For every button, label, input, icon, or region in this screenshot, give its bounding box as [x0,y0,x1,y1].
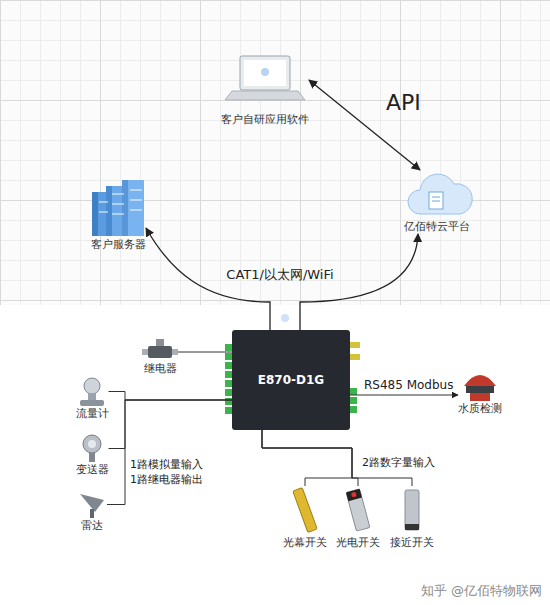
connector [309,80,420,170]
node-label: 亿佰特云平台 [404,220,470,234]
node-label: 光幕开关 [283,536,327,550]
flowmeter-icon [80,378,104,406]
network-label: CAT1/以太网/WiFi [226,266,333,284]
node-label: 光电开关 [336,536,380,550]
sensor-node: 接近开关 [390,486,434,550]
proximity-switch-icon [405,490,419,530]
io-label: 1路继电器输出 [130,472,203,487]
relay-icon [142,339,178,358]
node-label: 水质检测 [458,402,502,416]
node-label: 变送器 [76,463,109,477]
connector [262,430,358,486]
water-quality-node: 水质检测 [458,366,502,416]
node-label: 客户自研应用软件 [221,113,309,127]
node-label: 流量计 [76,407,109,421]
flowmeter-node: 流量计 [76,376,109,421]
sensor-node: 光电开关 [336,486,380,550]
connector [178,352,232,353]
connector [107,400,232,505]
network-dot [281,314,289,322]
edge-label: RS485 Modbus [364,378,453,392]
water-quality-icon [464,375,496,401]
light-curtain-icon [293,488,317,533]
connector [262,430,352,486]
photoelectric-switch-icon [346,489,370,531]
radar-node: 雷达 [77,490,107,533]
transmitter-node: 变送器 [76,434,109,477]
connector [109,400,233,449]
server-node: 客户服务器 [90,178,146,252]
connector [109,392,233,401]
watermark: 知乎 @亿佰特物联网 [421,582,542,600]
laptop-node: 客户自研应用软件 [221,55,309,127]
node-label: 雷达 [81,519,103,533]
io-label: 2路数字量输入 [362,455,435,470]
gateway-device: E870-D1G [232,330,350,430]
node-label: 客户服务器 [91,238,146,252]
edge-label: API [386,90,421,115]
sensor-node: 光幕开关 [283,486,327,550]
node-label: 接近开关 [390,536,434,550]
connector [350,395,458,396]
node-label: 继电器 [144,362,177,376]
relay-node: 继电器 [142,338,178,376]
server-icon [92,180,144,236]
node-label: E870-D1G [258,373,324,387]
cloud-icon [408,174,472,214]
grid-background [0,0,550,305]
laptop-icon [225,56,305,100]
cloud-node: 亿佰特云平台 [404,170,470,234]
io-label: 1路模拟量输入 [130,457,203,472]
radar-icon [80,494,104,518]
transmitter-icon [83,435,101,462]
